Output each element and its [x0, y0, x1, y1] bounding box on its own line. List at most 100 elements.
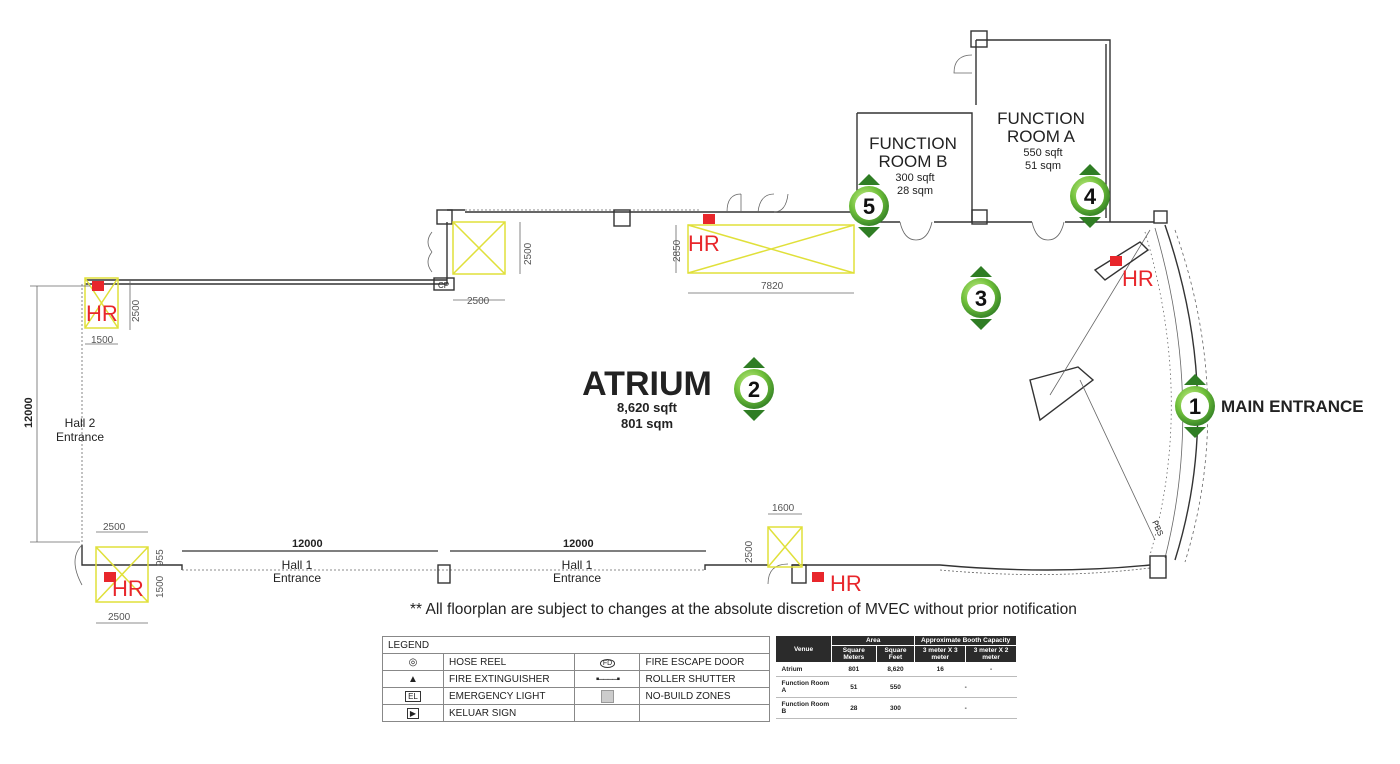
dimension-label: 1500: [91, 335, 114, 346]
table-row: Function Room B 28 300 -: [775, 697, 1017, 719]
svg-text:5: 5: [863, 194, 875, 219]
function-room-b-sqft: 300 sqft: [895, 172, 934, 184]
dimension-label: 2500: [467, 296, 490, 307]
column: [437, 564, 451, 584]
atrium-sqft: 8,620 sqft: [617, 400, 678, 415]
legend-label: KELUAR SIGN: [442, 704, 576, 722]
hose-reel-label: HR: [112, 576, 144, 601]
column: [970, 30, 988, 48]
atrium-sqm: 801 sqm: [621, 416, 673, 431]
cap3x3-header: 3 meter X 3 meter: [914, 645, 967, 663]
column: [791, 564, 807, 584]
svg-text:12000: 12000: [23, 397, 35, 428]
legend-label: EMERGENCY LIGHT: [442, 687, 576, 705]
dimension-label: 2500: [103, 522, 126, 533]
dimension-lower-12000-left: 12000: [182, 538, 438, 552]
hose-reel-label: HR: [86, 301, 118, 326]
wall-upper-left: [85, 279, 447, 285]
keluar-sign-icon: ▶: [406, 707, 420, 719]
svg-text:2: 2: [748, 377, 760, 402]
svg-text:3: 3: [975, 286, 987, 311]
sqft-header: Square Feet: [875, 645, 916, 663]
no-build-zone: [95, 546, 149, 603]
legend-label: ROLLER SHUTTER: [639, 670, 770, 688]
legend-label: HOSE REEL: [442, 653, 576, 671]
door-swing: [726, 193, 789, 213]
hall1-entrance-label-right: Hall 1: [562, 558, 593, 572]
dimension-label: 955: [155, 549, 166, 566]
hose-reel-label: HR: [688, 231, 720, 256]
atrium-title: ATRIUM: [582, 365, 712, 403]
dimension-label: 2500: [108, 612, 131, 623]
main-entrance-label: MAIN ENTRANCE: [1221, 397, 1364, 416]
entrance-kiosk-upper: [1093, 241, 1150, 281]
dimension-label: 2850: [672, 239, 683, 262]
hose-reel-icon: [703, 214, 715, 224]
cp-label: CP: [438, 281, 449, 290]
column: [613, 209, 631, 227]
no-build-zone: [767, 526, 803, 568]
entrance-kiosk: [1029, 366, 1095, 422]
dimension-vertical-12000: 12000: [23, 285, 90, 543]
function-room-b-title: FUNCTION: [869, 134, 957, 153]
function-room-a-title: FUNCTION: [997, 109, 1085, 128]
door-swing: [74, 544, 789, 586]
svg-text:1: 1: [1189, 394, 1201, 419]
hall1-entrance-label-right: Entrance: [553, 571, 601, 585]
function-room-a-sqm: 51 sqm: [1025, 160, 1061, 172]
function-room-b-sqm: 28 sqm: [897, 185, 933, 197]
no-build-zone: [687, 224, 855, 274]
hose-reel-label: HR: [1122, 266, 1154, 291]
location-marker-3[interactable]: 3: [961, 266, 1001, 330]
venue-header: Venue: [774, 635, 833, 663]
hall2-entrance-label: Hall 2: [65, 416, 96, 430]
dimension-label: 2500: [744, 540, 755, 563]
table-row: Atrium 801 8,620 16 -: [775, 662, 1017, 677]
sqm-header: Square Meters: [831, 645, 877, 663]
svg-text:4: 4: [1084, 184, 1097, 209]
hall2-entrance-label: Entrance: [56, 430, 104, 444]
hose-reel-label: HR: [830, 571, 862, 596]
capacity-header: Approximate Booth Capacity: [914, 635, 1017, 646]
location-marker-1[interactable]: 1: [1175, 374, 1215, 438]
disclaimer-notice: ** All floorplan are subject to changes …: [410, 601, 1077, 618]
column: [1149, 555, 1167, 579]
hall1-entrance-label-left: Entrance: [273, 571, 321, 585]
legend-table: LEGEND ◎ HOSE REEL FD FIRE ESCAPE DOOR ▲…: [382, 636, 770, 722]
fire-escape-door-icon: FD: [599, 658, 616, 668]
wall-lower: [81, 545, 1151, 571]
dimension-lower-12000-right: 12000: [450, 538, 706, 552]
hose-reel-icon: [812, 572, 824, 582]
function-room-a-title: ROOM A: [1007, 127, 1076, 146]
hose-reel-icon: [104, 572, 116, 582]
hall1-entrance-label-left: Hall 1: [282, 558, 313, 572]
roller-shutter-icon: ▪––––▪: [595, 673, 620, 685]
dimension-label: 2500: [523, 242, 534, 265]
door-swing: [953, 54, 973, 74]
hose-reel-icon: [1110, 256, 1122, 266]
column: [1153, 210, 1168, 224]
location-marker-5[interactable]: 5: [849, 174, 889, 238]
no-build-zone-icon: [600, 689, 614, 703]
dimension-label: 7820: [761, 281, 784, 292]
area-header: Area: [831, 635, 916, 646]
legend-title: LEGEND: [382, 636, 770, 654]
dimension-label: 2500: [131, 299, 142, 322]
door-swing: [899, 221, 1065, 241]
table-row: Function Room A 51 550 -: [775, 676, 1017, 698]
function-room-a-sqft: 550 sqft: [1023, 147, 1062, 159]
hose-reel-icon: [92, 281, 104, 291]
column: [436, 209, 453, 225]
cap3x2-header: 3 meter X 2 meter: [965, 645, 1017, 663]
door-swing: [427, 231, 433, 273]
location-marker-4[interactable]: 4: [1070, 164, 1110, 228]
no-build-zone: [452, 221, 506, 275]
cp-box: [433, 277, 455, 291]
svg-text:12000: 12000: [563, 538, 594, 550]
emergency-light-icon: EL: [405, 690, 421, 702]
dimension-label: 1600: [772, 503, 795, 514]
dimension-label: 1500: [155, 575, 166, 598]
location-marker-2[interactable]: 2: [734, 357, 774, 421]
legend-label: FIRE ESCAPE DOOR: [639, 653, 770, 671]
